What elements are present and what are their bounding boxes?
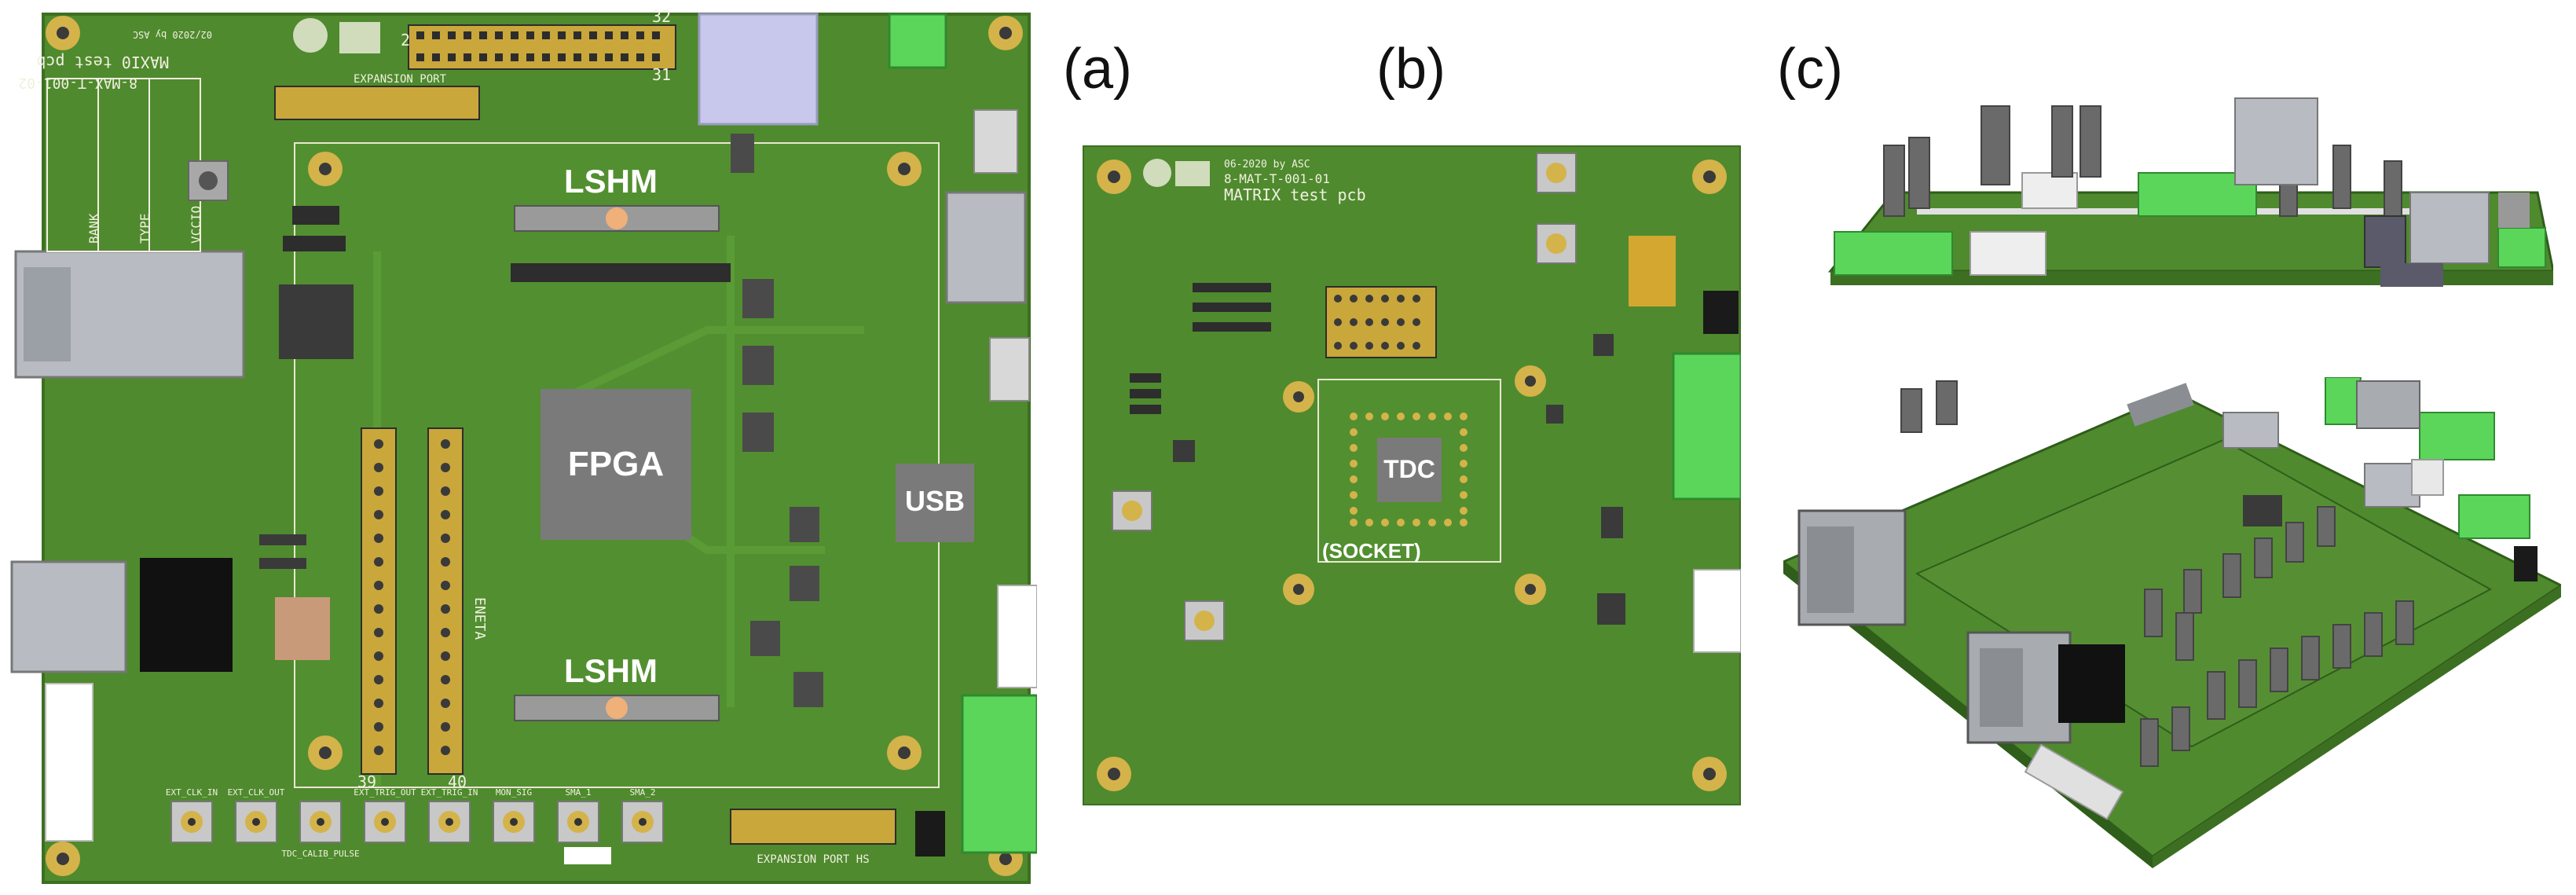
- panel-b-pcb-board: TDC (SOCKET) 06-2020 by ASC 8-MAT-T-001-…: [1083, 145, 1741, 805]
- usb-c-connector: [973, 109, 1018, 174]
- pin-header-left: [361, 427, 397, 775]
- board-a-title: MAXI0 test pcb: [36, 53, 169, 72]
- board-b-title: MATRIX test pcb: [1224, 185, 1366, 204]
- usb-label: USB: [905, 485, 965, 517]
- side-rj45-top: [2234, 97, 2318, 185]
- pcb-c-perspective-render: [1783, 377, 2561, 868]
- header-bottom-right-number: 40: [448, 772, 467, 791]
- phy-chip: [279, 284, 354, 359]
- side-rj45: [2409, 192, 2490, 264]
- header-top-left-number: 2: [401, 31, 410, 50]
- rj45-right: [945, 191, 1027, 304]
- table-header-vccio: VCCIO: [189, 206, 203, 244]
- expansion-port-top: [274, 86, 480, 120]
- socket-label: (SOCKET): [1322, 539, 1421, 563]
- sma-connectors-b: [1112, 152, 1577, 641]
- port-label-1: EXT_CLK_OUT: [228, 787, 285, 798]
- magnetics-module: [140, 558, 233, 672]
- pcb-a-render: 2 32 31 EXPANSION PORT VCCIO T: [10, 7, 1037, 884]
- usb-c-right: [989, 337, 1030, 402]
- panel-c-side-view: [1799, 83, 2553, 303]
- tdc-chip: [1377, 438, 1442, 502]
- rj45-left-lower: [10, 560, 127, 673]
- header-top-under-number: 31: [652, 65, 671, 84]
- wireless-module: [698, 13, 819, 126]
- persp-green-connector-1: [2419, 412, 2495, 460]
- mounting-holes: [46, 16, 1023, 876]
- port-label-7: SMA_2: [629, 787, 655, 798]
- lshm-bottom-label: LSHM: [564, 652, 658, 689]
- pin-header-right: [427, 427, 464, 775]
- panel-b-label: (b): [1376, 38, 1446, 101]
- gold-pad: [1629, 236, 1676, 306]
- logo-icon: [293, 18, 328, 53]
- regulator-b: [1703, 291, 1739, 334]
- side-green-connector-1: [1834, 231, 1953, 276]
- jst-connector-b: [1693, 569, 1741, 653]
- expansion-port-top-label: EXPANSION PORT: [354, 73, 447, 86]
- table-header-bank: BANK: [86, 213, 101, 244]
- logo-b-icon: [1143, 159, 1171, 187]
- panel-a-pcb-board: 2 32 31 EXPANSION PORT VCCIO T: [0, 0, 1132, 895]
- port-label-4: EXT_TRIG_IN: [421, 787, 478, 798]
- usb-chip: [896, 464, 974, 542]
- reset-button: [188, 160, 229, 201]
- board-b-date: 06-2020 by ASC: [1224, 159, 1310, 171]
- port-label-6: SMA_1: [565, 787, 591, 798]
- panel-a-label: (a): [1063, 38, 1132, 101]
- table-header-type: TYPE: [137, 213, 152, 244]
- expansion-port-hs-label: EXPANSION PORT HS: [757, 853, 869, 866]
- board-a-date: 02/2020 by ASC: [133, 29, 212, 40]
- fpga-chip: [540, 389, 691, 540]
- persp-rj45-top: [2356, 380, 2420, 429]
- board-b-id: 8-MAT-T-001-01: [1224, 171, 1330, 186]
- fpga-label: FPGA: [568, 445, 664, 483]
- lshm-top-label: LSHM: [564, 163, 658, 200]
- header-top-right-number: 32: [652, 7, 671, 26]
- power-connector-top: [888, 13, 947, 69]
- regulator-chip: [915, 811, 945, 856]
- port-label-2: TDC_CALIB_PULSE: [281, 849, 359, 859]
- expansion-port-hs: [730, 809, 896, 845]
- persp-green-connector-2: [2458, 494, 2530, 539]
- header-bottom-left-number: 39: [357, 772, 376, 791]
- jst-connector: [997, 585, 1037, 688]
- pcb-b-render: TDC (SOCKET) 06-2020 by ASC 8-MAT-T-001-…: [1083, 145, 1741, 805]
- pcb-c-side-render: [1827, 97, 2553, 287]
- port-label-0: EXT_CLK_IN: [166, 787, 218, 798]
- sd-slot: [45, 683, 93, 842]
- board-a-id: 8-MAX-T-001-02: [18, 75, 137, 91]
- tdc-label: TDC: [1383, 455, 1435, 483]
- sma-connectors-bottom: [170, 801, 664, 843]
- panel-c-label: (c): [1777, 38, 1843, 101]
- panel-c-perspective-view: [1783, 377, 2561, 888]
- power-connector-bottom: [961, 694, 1037, 854]
- port-label-3: EXT_TRIG_OUT: [354, 787, 416, 798]
- side-green-connector-3: [2497, 227, 2546, 268]
- power-connector-b: [1672, 352, 1741, 501]
- side-silk-text: ENETA: [471, 597, 488, 640]
- port-label-5: MON_SIG: [496, 787, 532, 798]
